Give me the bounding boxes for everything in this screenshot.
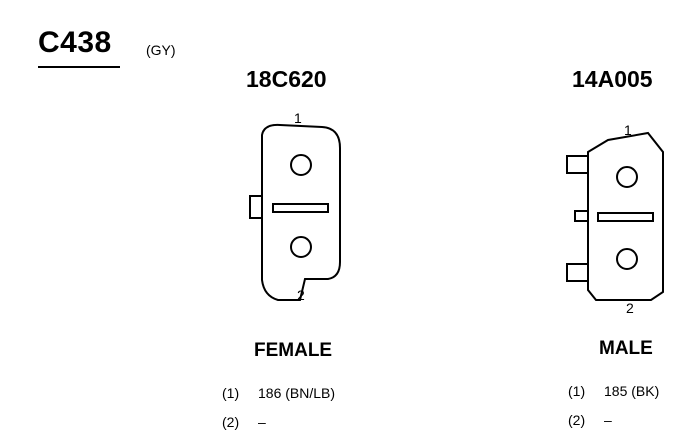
female-pin-2-index: (2) (222, 414, 240, 430)
connector-color: (GY) (146, 42, 176, 58)
male-pin-2-circuit: – (604, 412, 612, 428)
male-connector-drawing (566, 131, 664, 301)
female-connector-drawing (249, 123, 341, 301)
male-pin-2-cavity (616, 248, 638, 270)
male-key-slot (597, 212, 654, 222)
male-pin-1-circuit: 185 (BK) (604, 383, 660, 399)
connector-id: C438 (38, 26, 112, 59)
male-part-number: 14A005 (572, 66, 653, 92)
female-pin-1-circuit: 186 (BN/LB) (258, 385, 336, 401)
connector-id-underline (38, 66, 120, 68)
male-pin-1-cavity (616, 166, 638, 188)
male-connector-body (587, 131, 664, 301)
female-label: FEMALE (254, 340, 333, 361)
male-pin-row-2: (2) – (568, 412, 612, 428)
male-label: MALE (599, 338, 653, 359)
female-pin-row-2: (2) – (222, 414, 266, 430)
male-pin-1-label: 1 (624, 122, 632, 138)
female-pin-1-cavity (290, 154, 312, 176)
female-pin-1-index: (1) (222, 385, 240, 401)
male-lower-latch (566, 263, 589, 282)
female-pin-row-1: (1) 186 (BN/LB) (222, 385, 335, 401)
female-pin-2-cavity (290, 236, 312, 258)
male-pin-2-label: 2 (626, 300, 634, 316)
female-pin-1-label: 1 (294, 110, 302, 126)
male-pin-2-index: (2) (568, 412, 586, 428)
female-pin-2-circuit: – (258, 414, 266, 430)
male-upper-latch (566, 155, 589, 174)
female-side-latch (249, 195, 263, 219)
male-pin-row-1: (1) 185 (BK) (568, 383, 659, 399)
male-pin-1-index: (1) (568, 383, 586, 399)
female-key-slot (272, 203, 329, 213)
male-middle-tab (574, 210, 589, 222)
female-connector-body (261, 123, 341, 301)
female-part-number: 18C620 (246, 66, 327, 92)
